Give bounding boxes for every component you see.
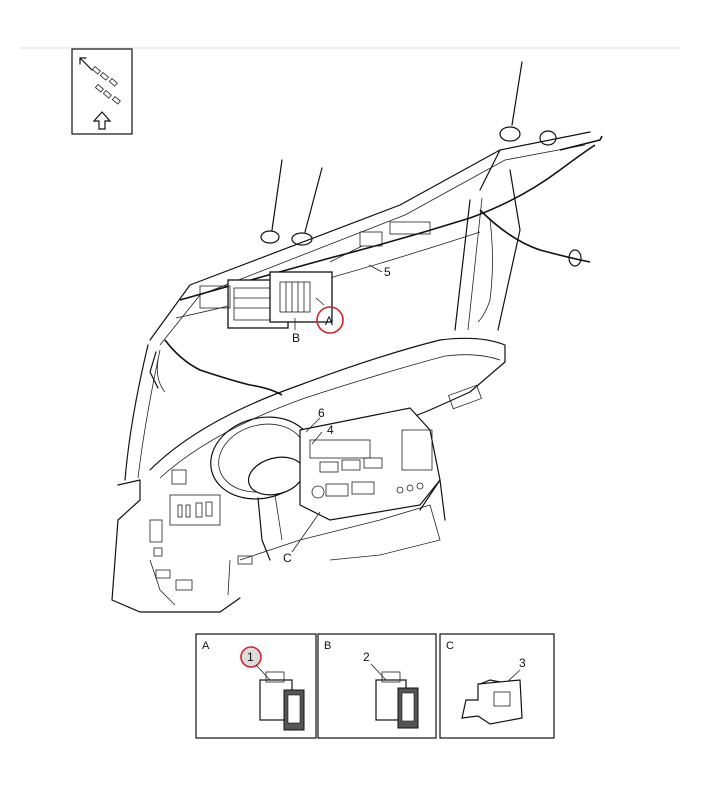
panel-C-letter: C [446,640,454,652]
panel-B-letter: B [324,640,331,652]
callout-5: 5 [384,265,391,279]
cab-interior-illustration [111,61,603,613]
callout-C: C [283,551,292,565]
callout-4: 4 [327,423,334,437]
callout-1: 1 [247,650,254,664]
callout-A: A [325,314,333,328]
callout-2: 2 [363,650,370,664]
switch-module-2 [375,671,419,729]
callout-3: 3 [519,656,526,670]
orientation-view-icon [71,48,133,135]
callout-6: 6 [318,406,325,420]
callout-B: B [292,331,300,345]
detail-panel-A: A 1 [195,633,317,739]
header-rule [20,47,680,49]
highlight-circle-A [316,306,344,334]
up-arrow-icon [92,111,112,130]
bracket-3 [461,679,523,725]
switch-module-1 [259,671,305,731]
panel-A-letter: A [202,640,210,652]
detail-panel-B: B 2 [317,633,437,739]
highlight-circle-1 [240,646,262,668]
detail-panel-C: C 3 [439,633,555,739]
